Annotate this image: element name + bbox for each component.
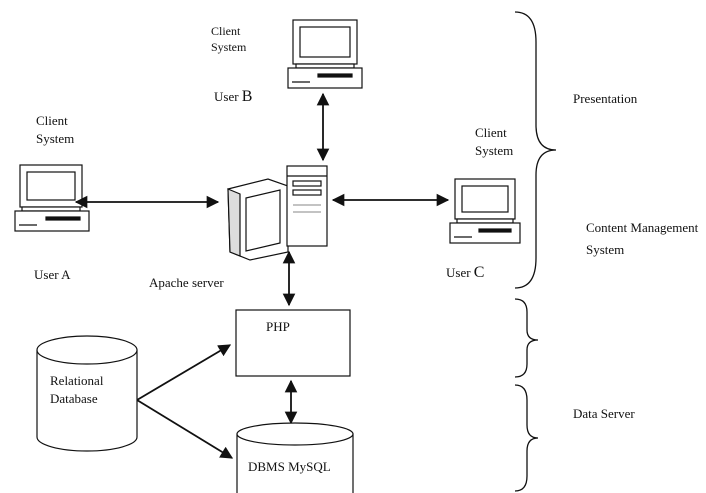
presentation-brace [514, 11, 557, 289]
relational-db-label-line2: Database [50, 391, 98, 406]
php-label: PHP [266, 319, 290, 334]
arrow-reldb-mysql [136, 399, 234, 459]
user-c-label: User C [446, 264, 485, 281]
arrow-reldb-php [136, 344, 232, 401]
apache-server-icon [227, 165, 328, 261]
client-c-label-line1: Client [475, 125, 507, 140]
client-a-label-line2: System [36, 131, 75, 146]
mysql-label: DBMS MySQL [248, 459, 331, 474]
client-a-label-line1: Client [36, 113, 68, 128]
client-b-computer-icon [287, 19, 363, 89]
php-box [235, 309, 351, 377]
user-a-label: User A [34, 267, 71, 282]
apache-server-label: Apache server [149, 275, 224, 290]
presentation-label: Presentation [573, 91, 638, 106]
client-a-computer-icon [14, 164, 90, 232]
php-brace [514, 298, 539, 378]
data-server-label: Data Server [573, 406, 635, 421]
relational-database-cylinder [36, 335, 138, 452]
cms-label-line1: Content Management [586, 220, 699, 235]
client-c-computer-icon [449, 178, 521, 244]
client-b-label-line2: System [211, 40, 247, 54]
relational-db-label-line1: Relational [50, 373, 104, 388]
client-c-label-line2: System [475, 143, 514, 158]
dbms-mysql-cylinder [236, 422, 354, 493]
client-b-label-line1: Client [211, 24, 241, 38]
user-b-label: User B [214, 88, 253, 105]
cms-label-line2: System [586, 242, 625, 257]
data-server-brace [514, 384, 539, 492]
